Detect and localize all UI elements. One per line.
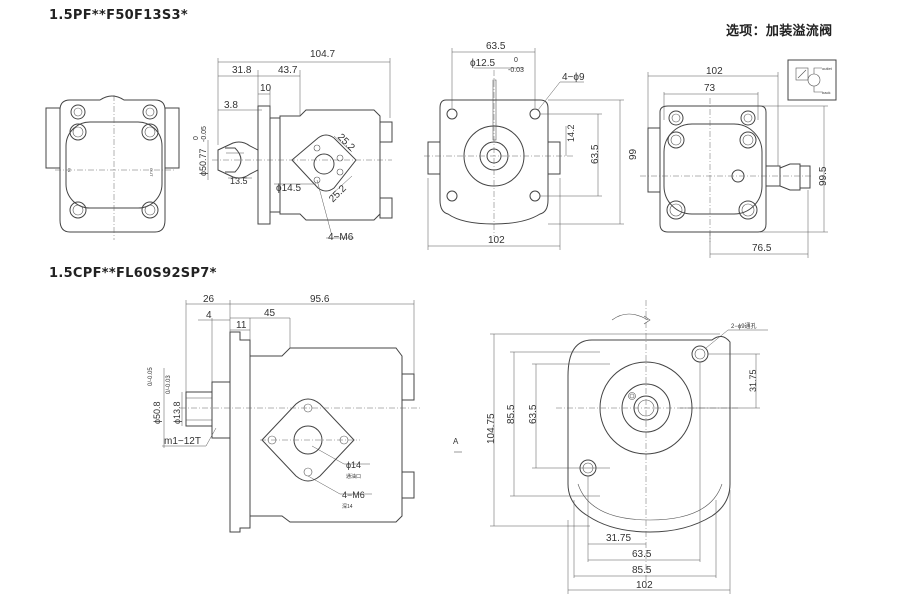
dim-13-8: ϕ13.8 <box>172 401 182 424</box>
model-a-title: 1.5PF**F50F13S3* <box>49 8 188 23</box>
dim-63-5-v: 63.5 <box>590 144 601 164</box>
pump-a-side-view: 104.7 31.8 43.7 10 3.8 ϕ50.77 0 -0.05 13… <box>193 49 393 243</box>
dim-25-2-a: 25.2 <box>335 132 357 154</box>
dim-b-4-m6: 4−M6 <box>342 490 365 500</box>
dim-phi14: ϕ14 <box>346 460 361 470</box>
valve-back-label: back <box>822 90 830 95</box>
dim-31-8: 31.8 <box>232 65 252 76</box>
tol-13-8: 0/-0.03 <box>166 375 172 394</box>
tol-50-77-b: -0.05 <box>201 126 208 142</box>
dim-26: 26 <box>203 294 215 305</box>
dim-63-5-b-v: 63.5 <box>528 404 539 424</box>
dim-102-b: 102 <box>636 580 653 591</box>
port-in-label: IN <box>67 168 72 172</box>
tol-50-8: 0/-0.05 <box>148 367 154 386</box>
dim-25-2-b: 25.2 <box>327 183 349 205</box>
model-b-title: 1.5CPF**FL60S92SP7* <box>49 266 217 281</box>
dim-12-5: ϕ12.5 <box>470 58 496 69</box>
dim-104-7: 104.7 <box>310 49 335 60</box>
dim-76-5: 76.5 <box>752 243 772 254</box>
dim-43-7: 43.7 <box>278 65 298 76</box>
dim-4-m6: 4−M6 <box>328 232 354 243</box>
pump-b-side-view: 26 95.6 4 11 45 ϕ50.8 0/-0.05 ϕ13.8 0/-0… <box>148 294 420 533</box>
tol-50-77-a: 0 <box>193 136 200 140</box>
dim-95-6: 95.6 <box>310 294 330 305</box>
dim-102-valve: 102 <box>706 66 723 77</box>
tol-12-5-bot: -0.03 <box>508 67 524 74</box>
dim-4-phi9: 4−ϕ9 <box>562 72 585 83</box>
dim-3-8: 3.8 <box>224 100 238 111</box>
dim-31-75-v: 31.75 <box>748 369 758 392</box>
dim-phi14-note: 通油口 <box>346 473 361 480</box>
dim-10: 10 <box>260 83 272 94</box>
dim-50-8: ϕ50.8 <box>152 401 162 424</box>
dim-45: 45 <box>264 308 276 319</box>
dim-102: 102 <box>488 235 505 246</box>
dim-13-5: 13.5 <box>230 176 248 186</box>
pump-a-valve-view: outlet back 102 73 99.5 76.5 <box>640 59 837 258</box>
dim-2-phi9: 2−ϕ9通孔 <box>731 322 757 330</box>
dim-85-5: 85.5 <box>506 404 517 424</box>
dim-31-75-h: 31.75 <box>606 533 631 544</box>
pump-a-rear-view: IN OUT <box>45 95 180 240</box>
valve-outlet-label: outlet <box>822 66 833 71</box>
dim-4: 4 <box>206 310 212 321</box>
valve-option-title: 选项：加装溢流阀 <box>726 24 833 39</box>
dim-b-4-m6-note: 深14 <box>342 503 353 510</box>
view-a-arrow-label: A <box>453 437 459 446</box>
dim-14-2: 14.2 <box>566 124 576 142</box>
dim-85-5-h: 85.5 <box>632 565 652 576</box>
dim-104-75: 104.75 <box>486 413 497 444</box>
dim-14-5: ϕ14.5 <box>276 183 302 194</box>
dim-63-5-h: 63.5 <box>632 549 652 560</box>
dim-50-77: ϕ50.77 <box>198 148 208 176</box>
pump-b-front-view: A 2−ϕ9通孔 31.75 104.75 85.5 63.5 31.75 63… <box>453 300 768 594</box>
dim-73: 73 <box>704 83 716 94</box>
m1-12t-label: m1−12T <box>164 436 201 447</box>
pump-a-front-view: 63.5 ϕ12.5 0 -0.03 4−ϕ9 14.2 63.5 99 102 <box>424 41 639 250</box>
port-out-label: OUT <box>149 168 154 177</box>
dim-11: 11 <box>236 320 247 331</box>
dim-63-5: 63.5 <box>486 41 506 52</box>
dim-99: 99 <box>628 148 639 160</box>
dim-99-5: 99.5 <box>818 166 829 186</box>
tol-12-5-top: 0 <box>514 57 518 64</box>
